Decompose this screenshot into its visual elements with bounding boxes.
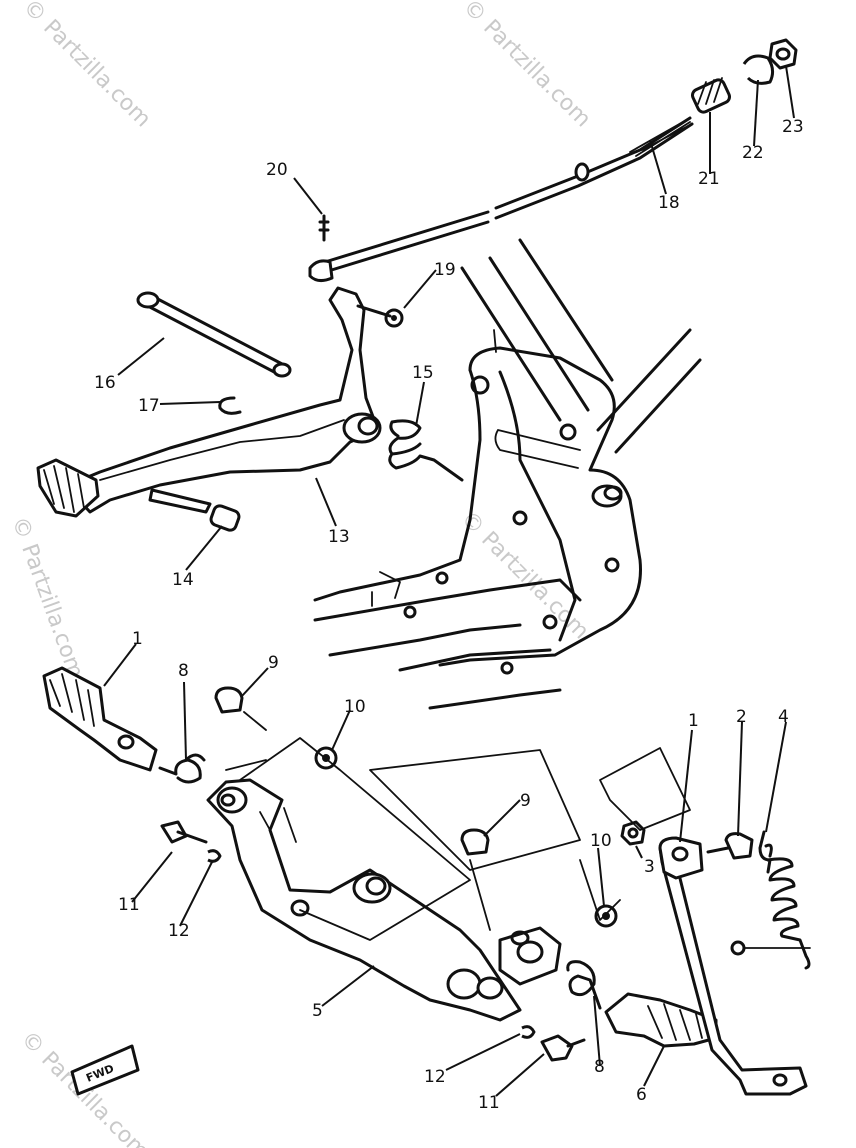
- callout-9-left: 9: [268, 653, 279, 673]
- sidestand-1: [658, 844, 808, 1096]
- callout-21: 21: [698, 169, 720, 189]
- callout-4: 4: [778, 707, 789, 727]
- callout-11-left: 11: [118, 895, 140, 915]
- cap-14: [209, 504, 241, 532]
- frame: [313, 238, 702, 710]
- bolt-11-right: [540, 1034, 574, 1062]
- spring-4: [758, 830, 772, 874]
- fwd-arrow: FWD: [70, 1044, 140, 1096]
- callout-16: 16: [94, 373, 116, 393]
- clip-17: [218, 396, 242, 415]
- spring-8-left: [158, 753, 206, 784]
- callout-1-right: 1: [688, 711, 699, 731]
- callout-17: 17: [138, 396, 160, 416]
- spring-8-right: [566, 960, 602, 1010]
- callout-10-right: 10: [590, 831, 612, 851]
- brake-rod-assembly: [308, 38, 798, 283]
- watermark-left: © Partzilla.com: [6, 514, 88, 682]
- footrest-left: [42, 666, 158, 772]
- callout-labels: 20 19 16 17 15 13 14 18 21 22 23 1 8 9 1…: [94, 117, 804, 1113]
- bolt-2: [724, 832, 754, 860]
- callout-12-right: 12: [424, 1067, 446, 1087]
- callout-8-left: 8: [178, 661, 189, 681]
- brake-pedal-assembly: [36, 286, 464, 532]
- callout-2: 2: [736, 707, 747, 727]
- construction-lines: [225, 711, 811, 949]
- callout-6: 6: [636, 1085, 647, 1105]
- callout-20: 20: [266, 160, 288, 180]
- callout-8-right: 8: [594, 1057, 605, 1077]
- watermark-mid: © Partzilla.com: [456, 507, 594, 645]
- pedal-shaft-16: [142, 294, 288, 376]
- callout-10-left: 10: [344, 697, 366, 717]
- callout-22: 22: [742, 143, 764, 163]
- washer-12-left: [207, 849, 222, 863]
- callout-3: 3: [644, 857, 655, 877]
- callout-11-right: 11: [478, 1093, 500, 1113]
- pin-sidestand: [730, 940, 746, 956]
- brake-pedal-13: [64, 286, 380, 514]
- sidestand-assembly: [620, 820, 811, 1096]
- footrest-assembly: [42, 666, 718, 1062]
- cotter-pin-20: [318, 214, 330, 242]
- callout-9-right: 9: [520, 791, 531, 811]
- spring-15: [388, 419, 464, 482]
- pin-9-left: [214, 686, 244, 714]
- nut-23: [768, 38, 798, 70]
- callout-18: 18: [658, 193, 680, 213]
- watermark-top-center: © Partzilla.com: [458, 0, 596, 132]
- joint-22: [742, 54, 775, 85]
- callout-19: 19: [434, 260, 456, 280]
- brake-rod: [323, 116, 692, 264]
- rod-end-hook: [308, 259, 334, 283]
- rod-collar: [574, 162, 590, 182]
- callout-14: 14: [172, 570, 194, 590]
- pin-9-right: [460, 828, 490, 856]
- nut-3: [620, 820, 646, 846]
- callout-13: 13: [328, 527, 350, 547]
- callout-1-left: 1: [132, 629, 143, 649]
- callout-5: 5: [312, 1001, 323, 1021]
- washer-12-right: [521, 1025, 536, 1039]
- callout-23: 23: [782, 117, 804, 137]
- watermark-top-left: © Partzilla.com: [18, 0, 156, 132]
- callout-12-left: 12: [168, 921, 190, 941]
- callout-15: 15: [412, 363, 434, 383]
- adjuster-spring-21: [690, 78, 732, 114]
- leader-lines: [103, 65, 795, 1097]
